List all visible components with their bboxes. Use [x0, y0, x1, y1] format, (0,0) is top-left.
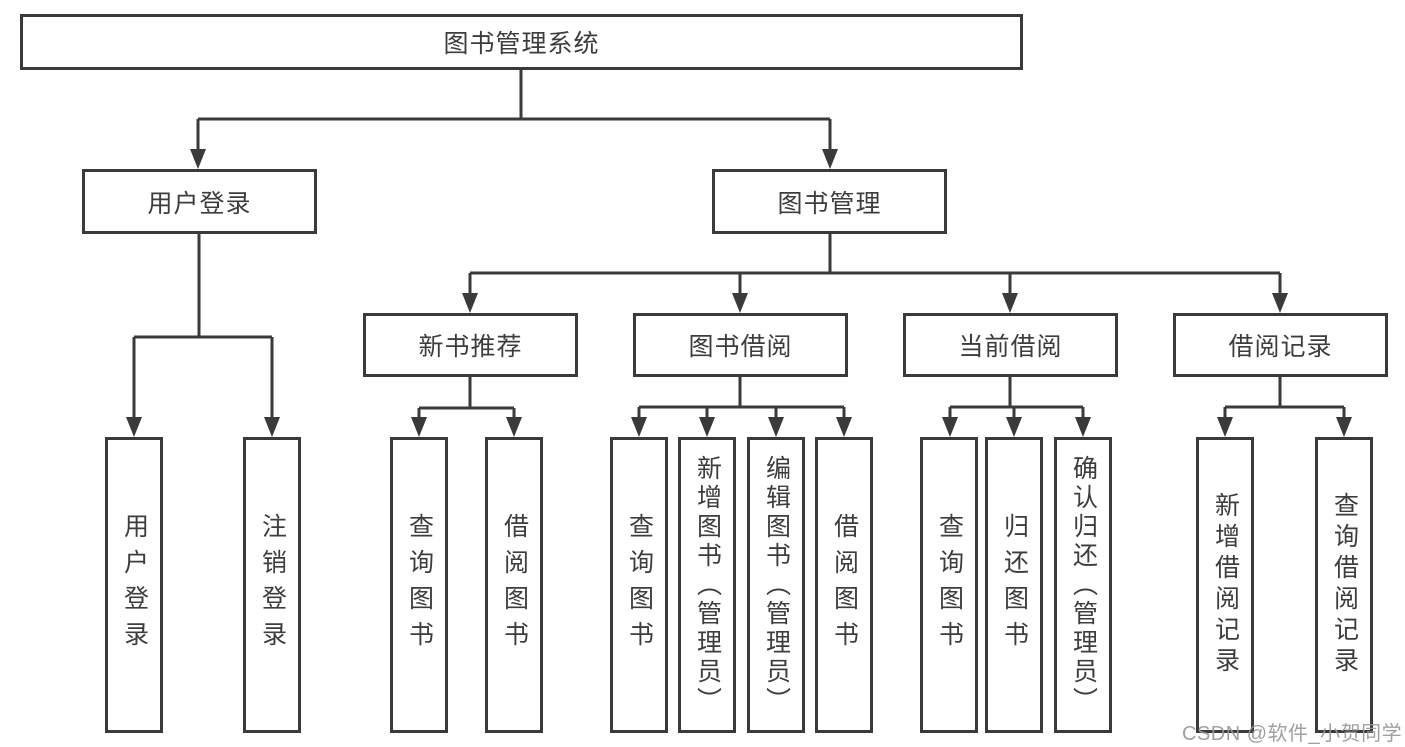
leaf-query-books-borrowing: 查询图书	[610, 437, 668, 733]
node-user-login: 用户登录	[82, 169, 317, 234]
leaf-user-login: 用户登录	[105, 437, 163, 733]
node-label: 借阅图书	[830, 513, 859, 657]
leaf-logout: 注销登录	[243, 437, 301, 733]
node-label: 借阅图书	[500, 513, 529, 657]
node-label: 图书管理	[777, 189, 882, 218]
node-label: 归还图书	[1000, 513, 1029, 657]
node-label: 新增借阅记录	[1211, 492, 1240, 678]
leaf-return-books: 归还图书	[985, 437, 1043, 733]
leaf-add-borrow-record: 新增借阅记录	[1196, 437, 1254, 733]
node-label: 查询图书	[625, 513, 654, 657]
arrowheads	[126, 149, 1352, 437]
node-label: 注销登录	[258, 513, 287, 657]
node-new-book-recommendation: 新书推荐	[363, 313, 578, 377]
node-label: 新书推荐	[418, 333, 523, 361]
node-book-management: 图书管理	[712, 169, 947, 234]
leaf-query-books-current: 查询图书	[920, 437, 978, 733]
node-label: 用户登录	[120, 513, 149, 657]
leaf-edit-books-admin: 编辑图书（管理员）	[747, 437, 805, 733]
node-label: 借阅记录	[1228, 333, 1333, 361]
node-book-borrowing: 图书借阅	[633, 313, 848, 377]
node-borrowing-records: 借阅记录	[1173, 313, 1388, 377]
leaf-query-books-recommend: 查询图书	[390, 437, 448, 733]
leaf-query-borrow-record: 查询借阅记录	[1315, 437, 1373, 733]
node-label: 当前借阅	[958, 333, 1063, 361]
leaf-add-books-admin: 新增图书（管理员）	[678, 437, 736, 733]
node-label: 确认归还（管理员）	[1069, 454, 1098, 716]
node-library-management-system: 图书管理系统	[20, 14, 1023, 70]
leaf-borrow-books: 借阅图书	[815, 437, 873, 733]
node-label: 图书借阅	[688, 333, 793, 361]
node-current-borrowing: 当前借阅	[903, 313, 1118, 377]
node-label: 查询图书	[405, 513, 434, 657]
node-label: 查询借阅记录	[1330, 492, 1359, 678]
csdn-watermark: CSDN @软件_小贺同学	[1182, 723, 1403, 745]
connector-path	[132, 69, 1346, 419]
node-label: 图书管理系统	[443, 30, 600, 58]
leaf-confirm-return-admin: 确认归还（管理员）	[1054, 437, 1112, 733]
leaf-borrow-books-recommend: 借阅图书	[485, 437, 543, 733]
node-label: 编辑图书（管理员）	[762, 454, 791, 716]
node-label: 用户登录	[147, 189, 252, 218]
node-label: 新增图书（管理员）	[693, 454, 722, 716]
node-label: 查询图书	[935, 513, 964, 657]
